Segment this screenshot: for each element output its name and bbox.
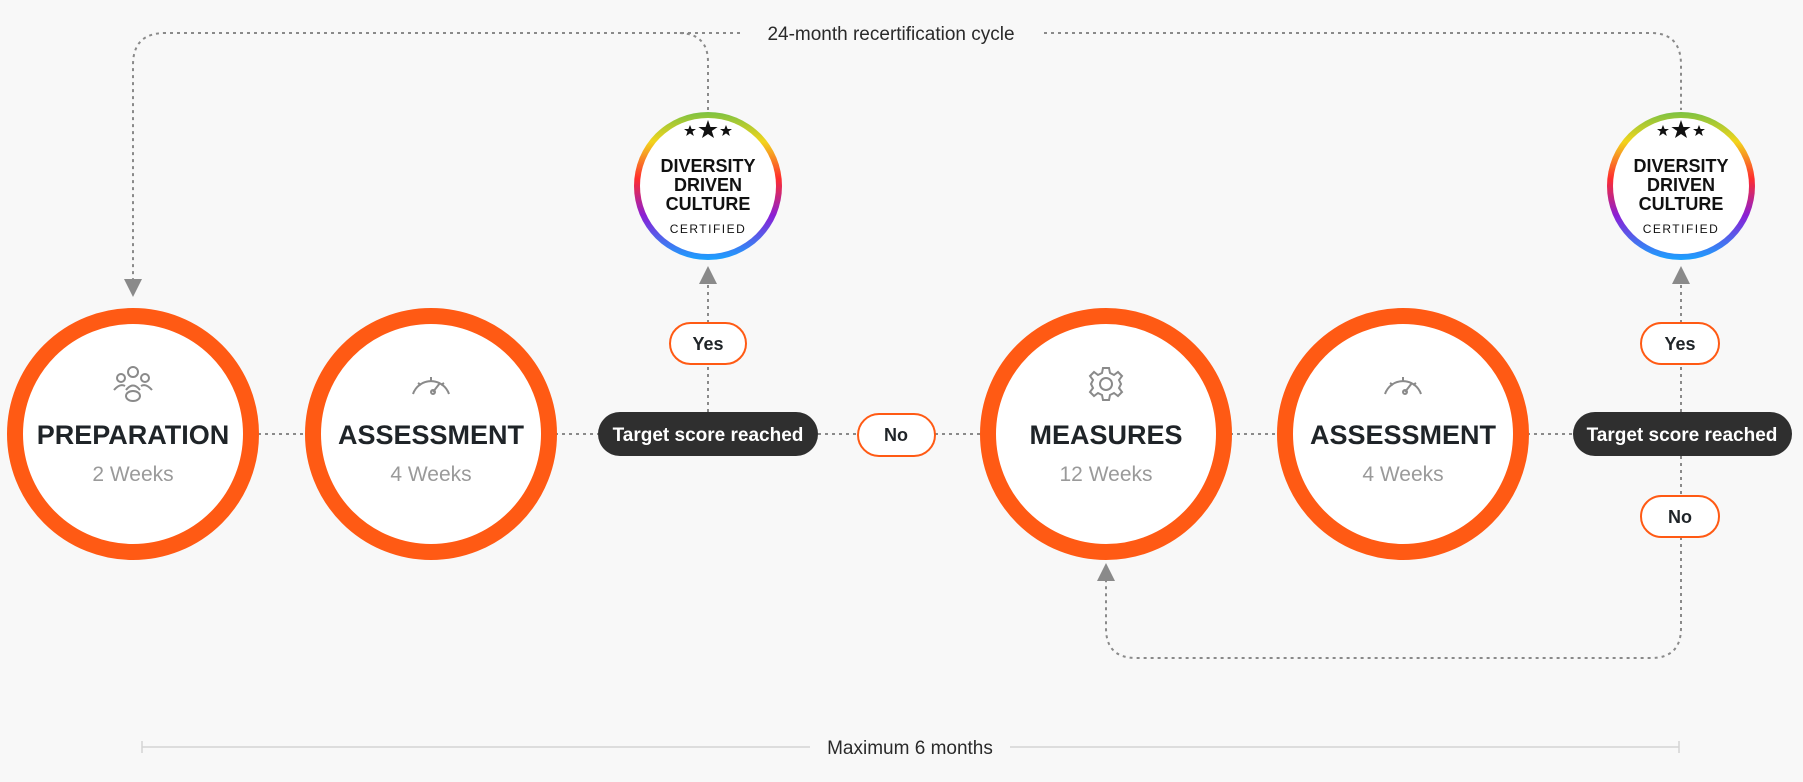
step-assessment-1: ASSESSMENT 4 Weeks [305, 308, 557, 560]
connectors [124, 32, 1690, 753]
step-ring [1277, 308, 1529, 560]
no-label: No [1668, 507, 1692, 527]
step-ring [980, 308, 1232, 560]
decision-pill [598, 412, 818, 456]
no-badge-2: No [1640, 495, 1720, 538]
badge-line-3: CULTURE [666, 194, 751, 214]
badge-line-2: DRIVEN [674, 175, 742, 195]
gauge-icon [1384, 377, 1422, 395]
step-assessment-2: ASSESSMENT 4 Weeks [1277, 308, 1529, 560]
step-duration: 4 Weeks [390, 463, 471, 486]
step-duration: 12 Weeks [1060, 463, 1153, 486]
gear-icon [1088, 367, 1124, 401]
step-ring [7, 308, 259, 560]
step-title: MEASURES [1029, 420, 1182, 450]
certified-badge-2: DIVERSITY DRIVEN CULTURE CERTIFIED [1607, 112, 1755, 260]
recertification-loop-left [124, 32, 740, 297]
decision-pill [1573, 412, 1792, 456]
decision-target-score-2: Target score reached [1573, 412, 1792, 456]
step-duration: 2 Weeks [92, 463, 173, 486]
yes-label: Yes [1664, 334, 1695, 354]
decision-label: Target score reached [613, 425, 804, 446]
yes-badge-1: Yes [669, 322, 747, 365]
badge-certified: CERTIFIED [1643, 222, 1720, 236]
gauge-icon [412, 377, 450, 395]
span-label: Maximum 6 months [827, 738, 993, 759]
three-stars-icon [684, 120, 732, 138]
recertification-loop-right [1044, 32, 1682, 110]
yes-badge-2: Yes [1640, 322, 1720, 365]
badge-line-1: DIVERSITY [1633, 156, 1728, 176]
recertification-loop-from-badge-1 [677, 32, 709, 110]
badge-line-2: DRIVEN [1647, 175, 1715, 195]
step-title: PREPARATION [37, 420, 230, 450]
badge-certified: CERTIFIED [670, 222, 747, 236]
badge-line-1: DIVERSITY [660, 156, 755, 176]
step-preparation: PREPARATION 2 Weeks [7, 308, 259, 560]
no-badge-1: No [857, 413, 936, 457]
step-measures: MEASURES 12 Weeks [980, 308, 1232, 560]
decision-target-score-1: Target score reached [598, 412, 818, 456]
cycle-label: 24-month recertification cycle [767, 24, 1014, 45]
step-title: ASSESSMENT [1310, 420, 1497, 450]
three-stars-icon [1657, 120, 1705, 138]
step-title: ASSESSMENT [338, 420, 525, 450]
step-duration: 4 Weeks [1362, 463, 1443, 486]
step-ring [305, 308, 557, 560]
no-label: No [884, 425, 908, 445]
people-icon [113, 366, 153, 402]
certified-badge-1: DIVERSITY DRIVEN CULTURE CERTIFIED [634, 112, 782, 260]
decision-label: Target score reached [1587, 425, 1778, 446]
yes-label: Yes [692, 334, 723, 354]
badge-line-3: CULTURE [1639, 194, 1724, 214]
